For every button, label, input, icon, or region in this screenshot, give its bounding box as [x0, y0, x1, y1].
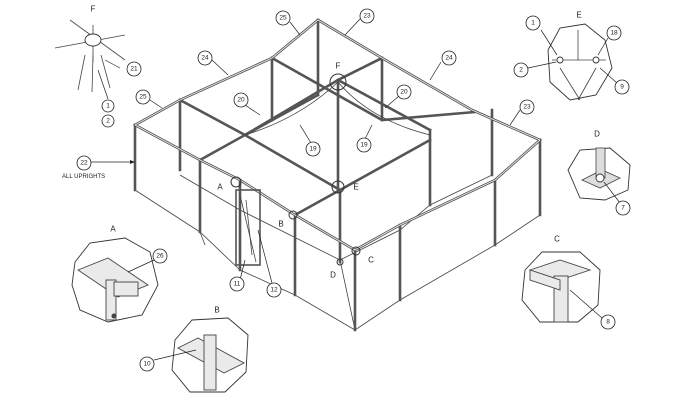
callout-23-right: 23 — [523, 104, 531, 111]
callout-e-2: 2 — [519, 67, 523, 74]
callout-f-1: 1 — [106, 103, 110, 110]
callout-22: 22 — [80, 160, 88, 167]
arch-right — [337, 81, 431, 136]
callouts-main: 25 23 24 24 25 23 20 20 19 — [62, 8, 535, 298]
main-frame: F E A B C D 25 23 24 24 25 23 — [62, 8, 542, 332]
callout-f-2: 2 — [106, 118, 110, 125]
detail-c: C 8 — [521, 235, 616, 330]
callout-7: 7 — [621, 205, 625, 212]
detail-e: E 1 18 2 9 — [513, 11, 630, 101]
letter-e-main: E — [353, 183, 358, 192]
letter-d-detail: D — [594, 130, 600, 139]
callout-21: 21 — [130, 66, 138, 73]
letter-f-main: F — [336, 62, 341, 71]
callout-26: 26 — [156, 253, 164, 260]
letter-e-detail: E — [576, 11, 581, 20]
uprights — [133, 18, 542, 332]
callout-10: 10 — [143, 361, 151, 368]
callout-20-right: 20 — [400, 89, 408, 96]
floor-outline — [134, 189, 541, 331]
all-uprights-label: ALL UPRIGHTS — [62, 174, 105, 180]
arch-left — [244, 81, 339, 136]
detail-a: A 26 — [71, 225, 168, 323]
callout-9: 9 — [620, 84, 624, 91]
callout-18: 18 — [610, 30, 618, 37]
letter-a-main: A — [217, 183, 223, 192]
callout-20-left: 20 — [237, 97, 245, 104]
callout-25-left: 25 — [139, 94, 147, 101]
letter-c-main: C — [368, 256, 374, 265]
letter-a-detail: A — [110, 225, 116, 234]
node-markers — [230, 73, 361, 266]
callout-24-right: 24 — [445, 55, 453, 62]
detail-f: F 21 1 2 — [54, 5, 142, 128]
callout-8: 8 — [606, 319, 610, 326]
callout-e-1: 1 — [531, 20, 535, 27]
callout-23-top: 23 — [363, 13, 371, 20]
callout-25-top: 25 — [279, 15, 287, 22]
callout-12: 12 — [270, 287, 278, 294]
letter-f-detail: F — [91, 5, 96, 14]
letter-d-main: D — [330, 271, 336, 280]
callout-19-right: 19 — [360, 142, 368, 149]
detail-d: D 7 — [567, 130, 631, 216]
detail-b: B 10 — [139, 306, 249, 393]
letter-c-detail: C — [554, 235, 560, 244]
callout-11: 11 — [234, 281, 241, 288]
door-assembly — [235, 189, 261, 266]
letter-b-detail: B — [214, 306, 219, 315]
letter-b-main: B — [278, 220, 283, 229]
callout-24-left: 24 — [201, 55, 209, 62]
top-beams — [133, 18, 542, 252]
callout-19-left: 19 — [309, 146, 317, 153]
